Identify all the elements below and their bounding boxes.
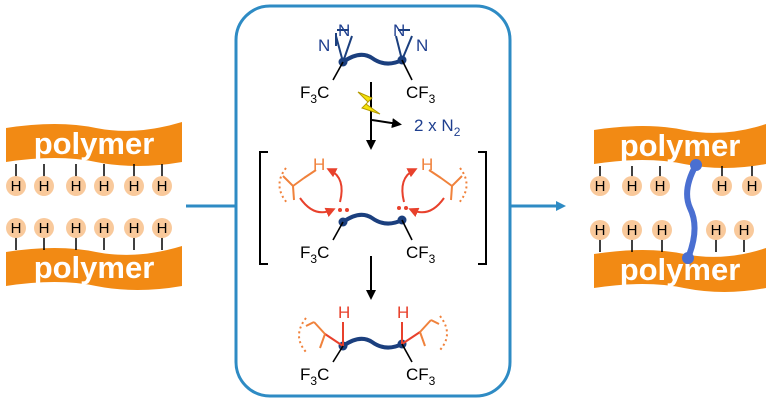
- crosslink-bridge: [684, 162, 699, 261]
- cf3-right: CF3: [406, 83, 436, 106]
- h-atom-left: H: [338, 303, 350, 322]
- hydrogen-dotted-arc: [298, 317, 307, 353]
- hydrogen-dotted-arc: [457, 167, 468, 205]
- h-bead-top-row: [152, 176, 172, 196]
- h-atom-right: H: [397, 303, 409, 322]
- diazirine-n-right-1: N: [393, 21, 405, 40]
- diazirine-n-left-2: N: [338, 21, 350, 40]
- polymer-label-bottom: polymer: [34, 250, 155, 285]
- bracket-right: [478, 151, 487, 265]
- polymer-band-top: [6, 122, 182, 166]
- h-label: H: [11, 220, 22, 237]
- h-bead-top-row: [622, 176, 642, 196]
- h-label: H: [157, 178, 168, 195]
- crosslink-node-top: [690, 159, 702, 171]
- cf3-right: CF3: [406, 365, 436, 388]
- h-label: H: [747, 178, 758, 195]
- h-bead-top-row: [650, 176, 670, 196]
- electron-arrow: [299, 197, 336, 218]
- hydrogen-dotted-arc: [439, 315, 448, 351]
- h-bead-top-row: [590, 176, 610, 196]
- bis-diazirine-molecule: N N N N F3C CF3: [300, 21, 436, 106]
- h-bead-bottom-row: [622, 220, 642, 240]
- carbene-dot: [404, 206, 408, 210]
- h-label: H: [627, 222, 638, 239]
- cf3-left: F3C: [300, 365, 329, 388]
- h-bead-top-row: [712, 176, 732, 196]
- polymer-band-bottom: [594, 248, 766, 292]
- electron-arrow: [401, 168, 418, 203]
- polymer-band-top: [594, 124, 766, 168]
- n2-release-label: 2 x N2: [414, 116, 461, 139]
- carbene-dot: [397, 206, 401, 210]
- diazirine-n-left-1: N: [318, 36, 330, 55]
- polymer-label-bottom: polymer: [620, 252, 741, 287]
- h-label: H: [11, 178, 22, 195]
- carbene-intermediate: F3C CF3 H H: [259, 151, 487, 266]
- h-label: H: [739, 222, 750, 239]
- h-label: H: [71, 178, 82, 195]
- h-bead-bottom-row: [34, 218, 54, 238]
- electron-arrow: [326, 168, 343, 203]
- h-bead-bottom-row: [152, 218, 172, 238]
- h-atom-left: H: [313, 155, 325, 174]
- h-label: H: [711, 222, 722, 239]
- hydrogen-dotted-arc: [278, 167, 289, 205]
- polymer-band-bottom: [6, 246, 182, 290]
- carbene-dot: [338, 208, 342, 212]
- h-bead-top-row: [94, 176, 114, 196]
- h-label: H: [129, 220, 140, 237]
- carbene-dot: [345, 208, 349, 212]
- polymer-label-top: polymer: [620, 128, 741, 163]
- h-bead-bottom-row: [652, 220, 672, 240]
- backbone: [341, 52, 403, 66]
- h-label: H: [595, 178, 606, 195]
- cf3-left: F3C: [300, 243, 329, 266]
- h-label: H: [39, 220, 50, 237]
- h-bead-top-row: [124, 176, 144, 196]
- mechanism-frame: [234, 4, 512, 398]
- backbone: [341, 212, 403, 226]
- h-bead-bottom-row: [6, 218, 26, 238]
- h-bead-bottom-row: [734, 220, 754, 240]
- h-bead-top-row: [34, 176, 54, 196]
- cf3-right: CF3: [406, 243, 436, 266]
- bracket-left: [259, 151, 268, 265]
- h-label: H: [655, 178, 666, 195]
- h-bead-bottom-row: [590, 220, 610, 240]
- h-label: H: [157, 220, 168, 237]
- polymer-label-top: polymer: [34, 126, 155, 161]
- ch-fragment-left: [282, 169, 317, 201]
- ch-fragment-right: [428, 169, 463, 201]
- h-bead-top-row: [6, 176, 26, 196]
- h-label: H: [71, 220, 82, 237]
- h-label: H: [39, 178, 50, 195]
- electron-arrow: [408, 197, 445, 218]
- h-bead-bottom-row: [66, 218, 86, 238]
- ch-insertion-product: H H F3C CF3: [298, 303, 448, 388]
- h-label: H: [627, 178, 638, 195]
- h-bead-bottom-row: [706, 220, 726, 240]
- h-bead-bottom-row: [124, 218, 144, 238]
- h-label: H: [717, 178, 728, 195]
- h-label: H: [99, 220, 110, 237]
- cf3-left: F3C: [300, 83, 329, 106]
- h-label: H: [657, 222, 668, 239]
- h-label: H: [129, 178, 140, 195]
- diazirine-n-right-2: N: [416, 36, 428, 55]
- n2-release-arrow: [371, 118, 402, 129]
- h-bead-top-row: [66, 176, 86, 196]
- h-label: H: [595, 222, 606, 239]
- lightning-bolt-icon: [357, 91, 381, 115]
- h-bead-bottom-row: [94, 218, 114, 238]
- h-atom-right: H: [421, 155, 433, 174]
- h-bead-top-row: [742, 176, 762, 196]
- crosslink-node-bottom: [682, 252, 694, 264]
- h-label: H: [99, 178, 110, 195]
- backbone: [341, 336, 403, 350]
